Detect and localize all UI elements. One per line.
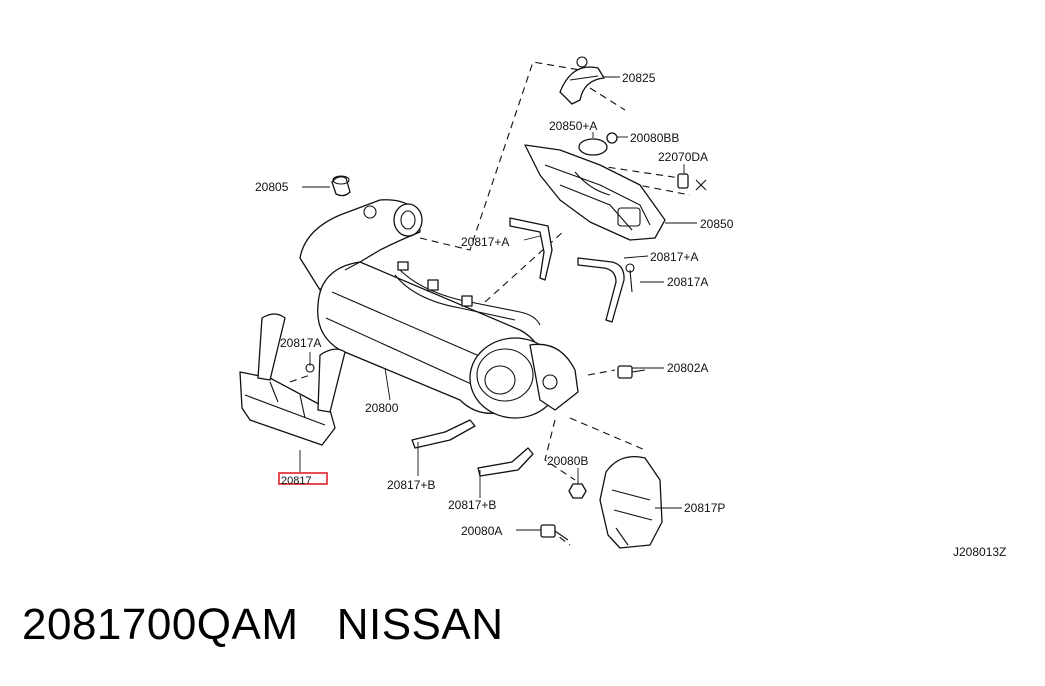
gasket-20850A — [578, 138, 608, 156]
leader-lines — [299, 76, 697, 531]
nut-20080B — [568, 483, 587, 499]
bracket-20817-lower — [239, 313, 346, 446]
callout-20817A-plus-2[interactable]: 20817+A — [650, 250, 698, 264]
drawing-code: J208013Z — [953, 545, 1006, 559]
callout-20817-highlighted[interactable]: 20817 — [281, 475, 312, 487]
bracket-20817B-right — [477, 447, 534, 477]
bracket-20817A-upper — [509, 217, 553, 281]
highlight-box — [278, 472, 328, 485]
nut-20080BB — [606, 132, 618, 144]
callout-20805[interactable]: 20805 — [255, 180, 289, 194]
callout-20802A[interactable]: 20802A — [667, 361, 708, 375]
sensor-22070DA — [677, 173, 707, 191]
callout-20080BB[interactable]: 20080BB — [630, 131, 679, 145]
bolt-20802A — [617, 365, 646, 379]
callout-20850A[interactable]: 20850+A — [549, 119, 597, 133]
callout-20817A-2[interactable]: 20817A — [280, 336, 321, 350]
callout-20850[interactable]: 20850 — [700, 217, 734, 231]
bolt-20080A — [540, 524, 569, 541]
bracket-20817A-right — [577, 257, 635, 323]
callout-20080B[interactable]: 20080B — [547, 454, 588, 468]
cap-20805 — [331, 175, 351, 197]
callouts: 20825 20850+A 20080BB 22070DA 20805 2085… — [255, 71, 1006, 559]
callout-20817B-2[interactable]: 20817+B — [448, 498, 496, 512]
heat-shield-20825 — [559, 56, 605, 105]
callout-20817A-1[interactable]: 20817A — [667, 275, 708, 289]
part-number-caption: 2081700QAM NISSAN — [22, 600, 504, 649]
bracket-20817B-left — [411, 419, 476, 449]
callout-20800[interactable]: 20800 — [365, 401, 399, 415]
callout-22070DA[interactable]: 22070DA — [658, 150, 708, 164]
callout-20825[interactable]: 20825 — [622, 71, 656, 85]
callout-20817A-plus-1[interactable]: 20817+A — [461, 235, 509, 249]
callout-20817P[interactable]: 20817P — [684, 501, 725, 515]
heat-shield-20817P — [599, 455, 663, 549]
callout-20080A[interactable]: 20080A — [461, 524, 502, 538]
callout-20817B-1[interactable]: 20817+B — [387, 478, 435, 492]
converter-20800 — [299, 199, 579, 419]
catalyst-manifold-20850 — [524, 144, 666, 241]
